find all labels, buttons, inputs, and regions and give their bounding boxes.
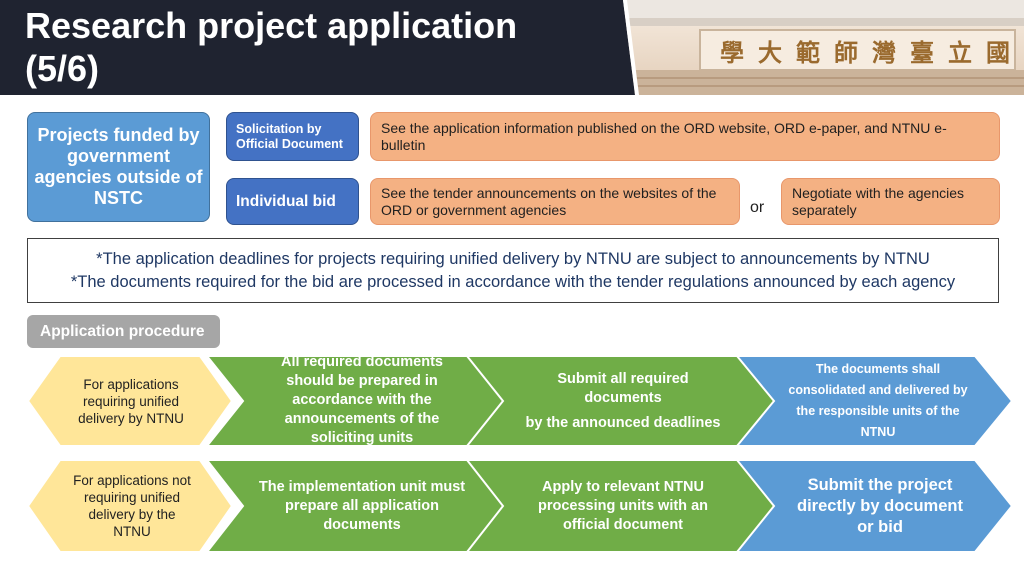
title-banner: Research project application (5/6): [0, 0, 1024, 95]
flow1-start-shape: [26, 355, 234, 447]
flow2-end-shape: [734, 459, 1014, 553]
flow1-step1-text: All required documents should be prepare…: [281, 353, 443, 446]
flow1-step2-line2: by the announced deadlines: [525, 414, 721, 431]
note-line: *The application deadlines for projects …: [96, 249, 930, 268]
application-procedure-label: Application procedure: [27, 315, 220, 348]
flow2-step1-text: The implementation unit must prepare all…: [258, 478, 466, 533]
flow2-start-shape: [26, 459, 234, 553]
notes-box: *The application deadlines for projects …: [27, 238, 999, 303]
tender-announcements-box: See the tender announcements on the webs…: [370, 178, 740, 225]
sign-char: 學: [720, 37, 744, 67]
projects-funded-box: Projects funded by government agencies o…: [27, 112, 210, 222]
flow2-start-text: For applications not requiring unified d…: [73, 473, 191, 539]
flow1-end-shape: [734, 355, 1014, 447]
individual-bid-box: Individual bid: [226, 178, 359, 225]
university-building-photo: [585, 0, 1024, 95]
sign-char: 灣: [872, 37, 896, 67]
sign-char: 大: [758, 37, 782, 67]
sign-char: 師: [834, 37, 858, 67]
or-label: or: [750, 199, 765, 216]
flow2-step2-text: Apply to relevant NTNU processing units …: [538, 478, 708, 533]
solicitation-box: Solicitation by Official Document: [226, 112, 359, 161]
flow2-end-text: Submit the project directly by document …: [797, 475, 963, 536]
solicitation-info-box: See the application information publishe…: [370, 112, 1000, 161]
note-line: *The documents required for the bid are …: [70, 272, 956, 291]
page-title-line2: (5/6): [25, 48, 100, 89]
flow1-end-text: The documents shall consolidated and del…: [788, 362, 968, 439]
flow1-start-text: For applications requiring unified deliv…: [78, 376, 184, 426]
sign-char: 範: [796, 37, 820, 67]
page-title: Research project application (5/6): [25, 4, 585, 90]
sign-char: 國: [986, 37, 1010, 67]
sign-char: 臺: [910, 37, 934, 67]
university-sign: 學 大 範 師 灣 臺 立 國: [720, 32, 1010, 68]
page-title-line1: Research project application: [25, 5, 518, 46]
flow1-step2-text: Submit all required documents by the ann…: [510, 358, 736, 444]
sign-char: 立: [948, 37, 972, 67]
negotiate-box: Negotiate with the agencies separately: [781, 178, 1000, 225]
flow1-step2-line1: Submit all required documents: [557, 370, 689, 406]
